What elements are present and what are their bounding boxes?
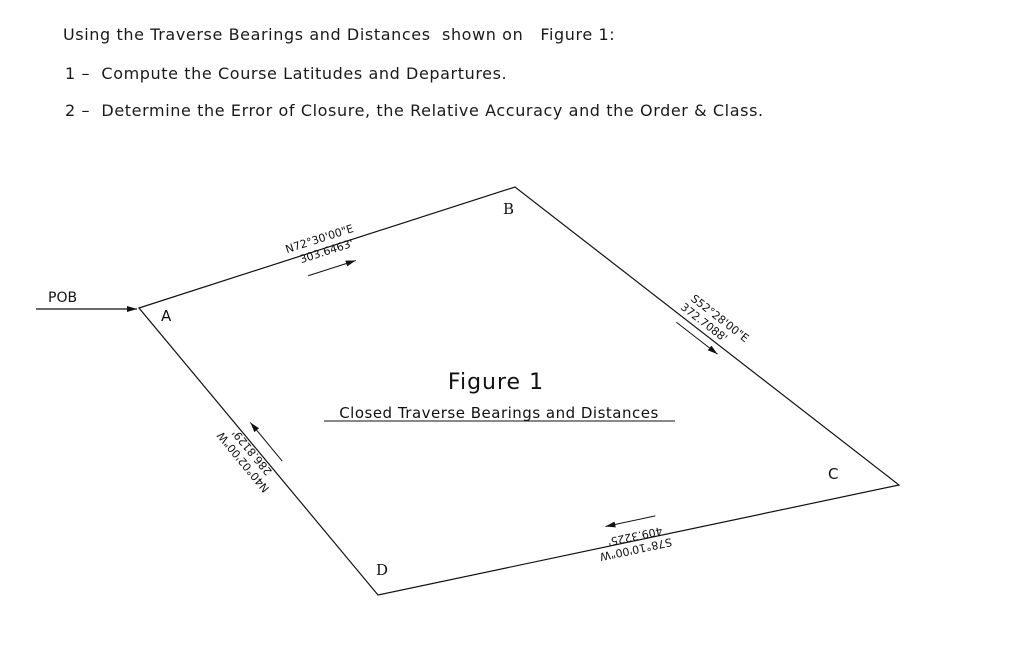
point-label-c: C xyxy=(828,465,838,483)
course-bc-direction-arrow xyxy=(676,321,718,355)
instruction-step-2: 2 – Determine the Error of Closure, the … xyxy=(65,101,764,120)
instruction-step-1: 1 – Compute the Course Latitudes and Dep… xyxy=(65,64,508,83)
course-cd-annotation: S78°10'00"W 409.3225' xyxy=(598,515,673,563)
point-label-d: D xyxy=(376,561,388,579)
course-ab-annotation: N72°30'00"E 303.6463' xyxy=(284,222,356,277)
instruction-intro: Using the Traverse Bearings and Distance… xyxy=(63,25,616,44)
figure-subtitle: Closed Traverse Bearings and Distances xyxy=(339,404,659,422)
figure-title: Figure 1 xyxy=(448,370,544,395)
pob-label: POB xyxy=(48,290,77,306)
course-ab-direction-arrow xyxy=(308,260,356,277)
traverse-polygon xyxy=(137,186,901,596)
course-bc-annotation: S52°28'00"E 372.7088' xyxy=(676,292,751,355)
course-da-annotation: N40°02'00"W 286.8129' xyxy=(215,422,283,495)
point-label-a: A xyxy=(161,307,172,325)
point-label-b: B xyxy=(503,200,514,218)
course-cd-direction-arrow xyxy=(605,515,656,528)
course-da-direction-arrow xyxy=(249,422,283,462)
